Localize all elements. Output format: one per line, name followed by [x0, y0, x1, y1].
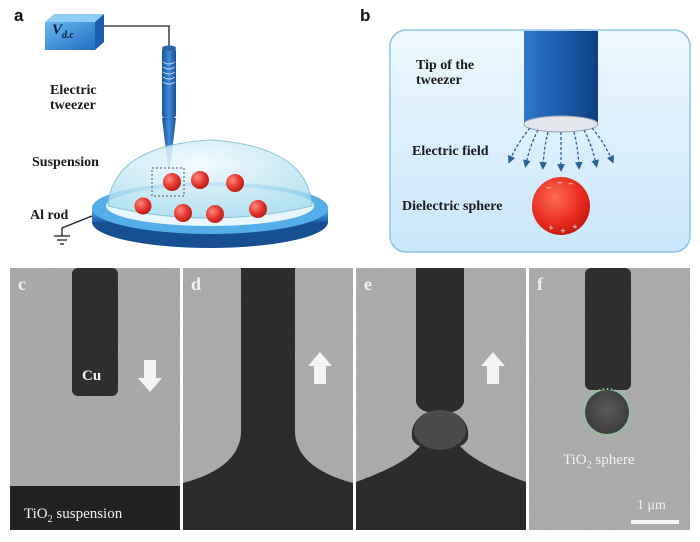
electric-field-lines: [508, 127, 614, 172]
voltage-source-box: [45, 14, 104, 50]
panel-b-background: [389, 29, 691, 253]
electric-tweezer-needle: [162, 45, 176, 168]
svg-text:+: +: [560, 227, 566, 235]
svg-text:+: +: [548, 224, 554, 232]
scale-bar: [631, 520, 679, 524]
svg-text:+: +: [572, 223, 578, 231]
panel-b-letter: b: [360, 6, 371, 25]
liquid-bridge: [183, 268, 353, 530]
tweezer-label: Electric tweezer: [50, 83, 97, 114]
sem-panel-e: e: [356, 268, 526, 530]
tio2-suspension-label: TiO2 suspension: [24, 506, 123, 525]
zoom-box: [151, 167, 185, 197]
cu-label: Cu: [82, 368, 102, 384]
svg-text:−: −: [557, 179, 563, 187]
sem-panel-f: f TiO2 sphere 1 μm: [529, 268, 690, 530]
field-label: Electric field: [412, 144, 489, 159]
tio2-suspension-region: [10, 486, 180, 530]
tio2-sphere-outline: [583, 388, 631, 436]
down-arrow-icon: [138, 360, 162, 392]
dielectric-sphere: − − − + + +: [532, 177, 590, 235]
sem-f-letter: f: [537, 274, 543, 294]
panel-b-illustration: − − − + + +: [389, 29, 691, 253]
svg-text:−: −: [568, 180, 574, 188]
tio2-sphere: [585, 390, 629, 434]
voltage-label: Vd.c: [52, 22, 74, 41]
scale-label: 1 μm: [637, 498, 666, 513]
sem-e-letter: e: [364, 274, 372, 294]
wire: [104, 25, 170, 48]
tip-label: Tip of the tweezer: [416, 58, 475, 89]
tip-f: [585, 268, 631, 390]
sphere-label: Dielectric sphere: [402, 199, 503, 214]
panel-a-letter: a: [14, 6, 24, 25]
panel-a: a: [0, 0, 345, 262]
sem-panel-d: d: [183, 268, 353, 530]
svg-text:−: −: [546, 184, 552, 192]
sem-panel-c: c Cu TiO2 suspension: [10, 268, 180, 530]
tip-with-neck: [356, 268, 526, 530]
sem-d-letter: d: [191, 274, 202, 294]
panel-a-illustration: [45, 14, 328, 248]
suspension-dome: [107, 139, 313, 219]
ground-symbol: [54, 215, 93, 245]
cu-tip: [72, 268, 118, 396]
tio2-sphere-label: TiO2 sphere: [563, 452, 635, 471]
panel-b: b: [352, 0, 700, 262]
suspended-spheres: [134, 171, 267, 223]
forming-sphere: [414, 410, 466, 450]
up-arrow-icon: [308, 352, 332, 384]
sem-c-letter: c: [18, 274, 26, 294]
tweezer-tip: [523, 31, 599, 133]
rod-label: Al rod: [30, 208, 69, 223]
up-arrow-icon-e: [481, 352, 505, 384]
suspension-label: Suspension: [32, 155, 99, 170]
